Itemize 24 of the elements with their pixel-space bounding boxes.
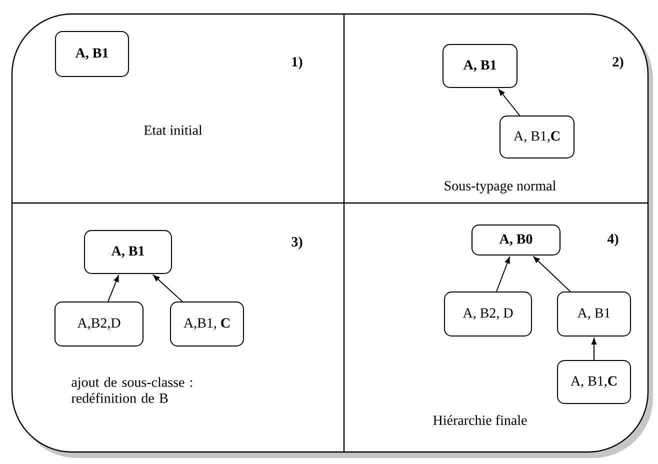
panel-caption: Etat initial	[144, 125, 202, 135]
arrow	[496, 256, 510, 292]
panel-number: 3)	[292, 236, 302, 250]
arrow	[591, 338, 597, 360]
class-box: A, B1,C	[557, 360, 631, 404]
class-box: A, B1,C	[500, 116, 574, 158]
class-box: A, B2, D	[444, 292, 532, 336]
arrow	[153, 274, 183, 302]
class-box: A,B1, C	[170, 302, 244, 346]
panel-number: 4)	[607, 234, 618, 246]
class-box: A, B1	[55, 31, 129, 77]
panel-number: 2)	[612, 56, 624, 70]
panel-caption: ajout de sous-classe : redéfinition de B	[71, 377, 192, 403]
panel-number: 1)	[292, 56, 302, 70]
arrow	[108, 275, 119, 302]
class-box: A, B0	[472, 224, 560, 256]
class-box: A,B2,D	[54, 302, 144, 346]
class-box: A, B1	[557, 292, 631, 336]
panel-caption: Hiérarchie finale	[433, 415, 527, 425]
arrow	[498, 89, 520, 116]
panel-caption: Sous-typage normal	[444, 180, 556, 194]
class-box: A, B1	[442, 44, 518, 88]
class-box: A, B1	[84, 230, 172, 274]
arrow	[533, 256, 571, 292]
